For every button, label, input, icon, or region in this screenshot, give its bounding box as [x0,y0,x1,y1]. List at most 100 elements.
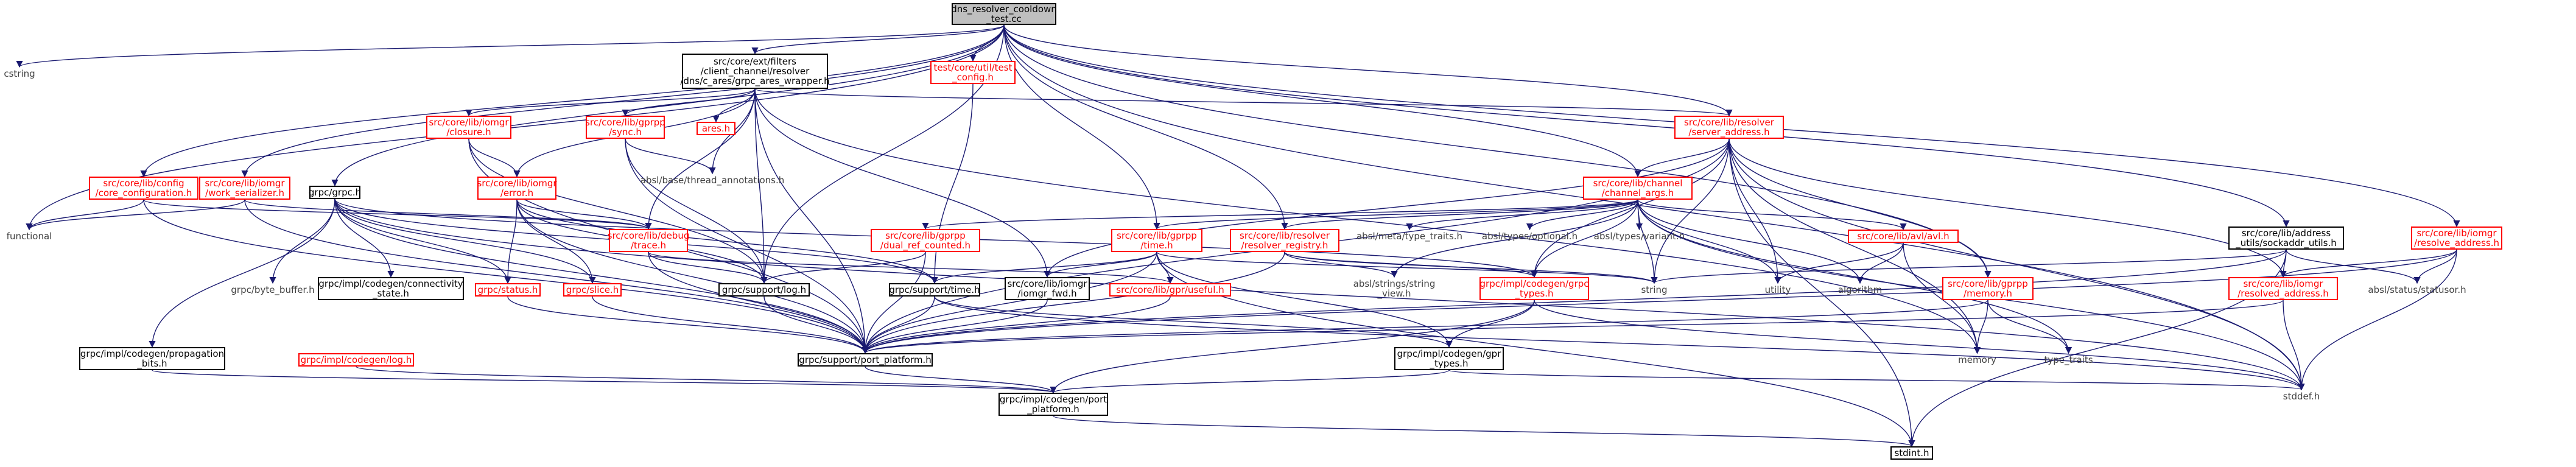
edge-root-to-grpc-h [331,24,1005,187]
node-grpc-types[interactable]: grpc/impl/codegen/grpc _types.h [1479,277,1589,300]
edge-grpc-types-to-stddef [1534,300,2305,391]
node-error-h[interactable]: src/core/lib/iomgr /error.h [477,177,557,200]
node-gprpp-time[interactable]: src/core/lib/gprpp /time.h [1111,229,1202,252]
edge-grpc-h-to-stddef [334,198,2305,391]
node-label: cstring [4,68,35,79]
edge-slice-h-to-port-platform [592,296,869,354]
edge-work-serializer-to-functional [26,199,245,231]
node-closure[interactable]: src/core/lib/iomgr /closure.h [426,116,511,139]
node-stdint[interactable]: stdint.h [1890,446,1933,460]
node-codegen-log[interactable]: grpc/impl/codegen/log.h [298,353,414,367]
node-label: memory [1958,354,1996,365]
edge-sync-to-port-platform [625,138,869,354]
node-iomgr-fwd[interactable]: src/core/lib/iomgr /iomgr_fwd.h [1005,277,1090,300]
node-gprpp-memory[interactable]: src/core/lib/gprpp /memory.h [1942,277,2034,300]
edge-dual-ref-to-support-log [760,251,926,284]
node-server-address[interactable]: src/core/lib/resolver /server_address.h [1674,116,1784,139]
edge-closure-to-error-h [468,138,521,178]
edge-grpc-h-to-slice-h [334,198,596,284]
node-useful[interactable]: src/core/lib/gpr/useful.h [1109,283,1231,297]
node-port-platform[interactable]: grpc/support/port_platform.h [798,353,933,367]
edge-root-to-cstring [16,24,1005,68]
node-label: absl/types/optional.h [1481,231,1578,242]
node-slice-h[interactable]: grpc/slice.h [563,283,622,297]
node-work-serializer[interactable]: src/core/lib/iomgr /work_serializer.h [199,177,290,200]
edge-gprpp-time-to-string [1156,251,1658,284]
node-label: grpc/byte_buffer.h [231,284,315,295]
edge-channel-args-to-types-optional [1526,199,1638,231]
node-support-log[interactable]: grpc/support/log.h [718,283,810,297]
edge-resolved-address-to-stddef [2283,300,2305,391]
edge-root-to-work-serializer [241,24,1005,178]
edge-sync-to-thread-annotations [625,138,716,175]
node-label: grpc/impl/codegen/log.h [300,354,412,365]
edge-core-configuration-to-functional [26,199,144,231]
node-debug-trace[interactable]: src/core/lib/debug /trace.h [608,229,689,252]
node-label: src/core/lib/iomgr /iomgr_fwd.h [1007,278,1087,299]
node-sync[interactable]: src/core/lib/gprpp /sync.h [585,116,665,139]
edge-grpc-h-to-connectivity-state [334,198,395,278]
node-propagation-bits[interactable]: grpc/impl/codegen/propagation _bits.h [79,347,225,370]
node-memory: memory [1954,353,2000,367]
node-avl[interactable]: src/core/lib/avl/avl.h [1848,230,1959,243]
edge-resolve-address-to-port-platform [862,249,2457,354]
edge-server-address-to-string [1651,138,1730,284]
node-root[interactable]: dns_resolver_cooldown _test.cc [951,3,1057,25]
edge-resolve-address-to-status-statusor [2413,249,2457,284]
node-types-variant: absl/types/variant.h [1589,230,1690,243]
node-grpc-h[interactable]: grpc/grpc.h [309,186,361,199]
edge-error-h-to-slice-h [516,199,596,284]
node-resolver-registry[interactable]: src/core/lib/resolver /resolver_registry… [1230,229,1339,252]
node-core-configuration[interactable]: src/core/lib/config /core_configuration.… [89,177,198,200]
node-ares-h[interactable]: ares.h [697,122,735,135]
edge-root-to-resolver-registry [1003,24,1288,230]
edge-resolver-registry-to-string-view [1284,251,1398,278]
node-label: src/core/ext/filters /client_channel/res… [680,56,830,86]
node-resolve-address[interactable]: src/core/lib/iomgr /resolve_address.h [2411,226,2502,250]
node-label: src/core/lib/iomgr /work_serializer.h [205,178,285,198]
node-type-traits: type_traits [2040,353,2097,367]
edge-gprpp-memory-to-type-traits [1987,300,2072,354]
edge-root-to-gprpp-time [1003,24,1160,230]
node-label: src/core/lib/iomgr /error.h [477,178,557,198]
node-dual-ref[interactable]: src/core/lib/gprpp /dual_ref_counted.h [871,229,980,252]
node-sockaddr-utils[interactable]: src/core/lib/address _utils/sockaddr_uti… [2228,226,2344,250]
edge-grpc-types-to-codegen-port-platform [1050,300,1535,394]
edge-support-time-to-port-platform [862,296,935,354]
edge-dual-ref-to-port-platform [862,251,926,354]
node-gpr-types[interactable]: grpc/impl/codegen/gpr _types.h [1394,347,1504,370]
edge-resolver-registry-to-grpc-types [1284,251,1538,278]
node-label: grpc/impl/codegen/grpc _types.h [1479,278,1589,299]
edge-channel-args-to-grpc-types [1531,199,1638,278]
node-label: src/core/lib/gprpp /time.h [1117,230,1197,251]
node-label: src/core/lib/gprpp /sync.h [585,117,665,138]
edge-gprpp-time-to-iomgr-fwd [1044,251,1157,278]
edge-resolve-address-to-resolved-address [2279,249,2457,278]
node-connectivity-state[interactable]: grpc/impl/codegen/connectivity _state.h [318,277,464,300]
node-label: algorithm [1837,284,1883,295]
node-label: grpc/status.h [477,284,538,295]
node-test-config[interactable]: test/core/util/test _config.h [930,61,1016,84]
edge-sync-to-support-log [625,138,768,284]
node-label: src/core/lib/gprpp /memory.h [1948,278,2028,299]
node-grpc-ares[interactable]: src/core/ext/filters /client_channel/res… [680,54,830,89]
edge-grpc-ares-to-closure [465,88,756,117]
edge-grpc-ares-to-server-address [754,88,1732,117]
edge-avl-to-memory [1903,242,1981,354]
node-resolved-address[interactable]: src/core/lib/iomgr /resolved_address.h [2228,277,2338,300]
edge-grpc-ares-to-port-platform [754,88,869,354]
node-label: src/core/lib/iomgr /closure.h [429,117,509,138]
node-support-time[interactable]: grpc/support/time.h [889,283,980,297]
node-label: absl/meta/type_traits.h [1356,231,1463,242]
node-label: src/core/lib/avl/avl.h [1857,231,1950,242]
node-codegen-port-platform[interactable]: grpc/impl/codegen/port _platform.h [998,393,1108,416]
node-algorithm: algorithm [1833,283,1887,297]
node-label: test/core/util/test _config.h [933,62,1013,83]
node-status-h[interactable]: grpc/status.h [475,283,541,297]
node-channel-args[interactable]: src/core/lib/channel /channel_args.h [1583,177,1693,200]
node-label: grpc/impl/codegen/port _platform.h [999,394,1107,415]
node-label: type_traits [2044,354,2093,365]
edge-server-address-to-resolved-address [1728,138,2287,278]
edge-server-address-to-utility [1728,138,1781,284]
node-label: src/core/lib/resolver /server_address.h [1684,117,1774,138]
